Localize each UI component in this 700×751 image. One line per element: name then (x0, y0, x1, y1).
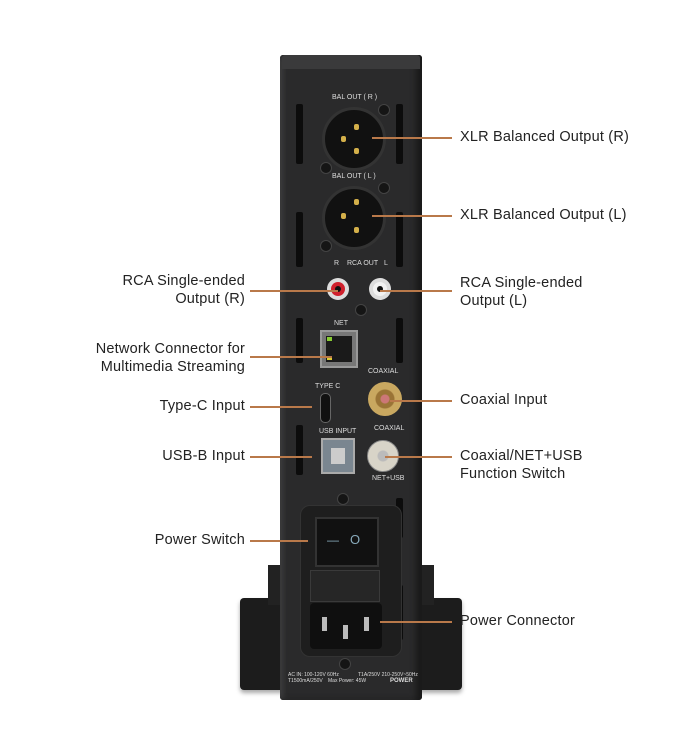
leader-line (372, 215, 452, 217)
switch-coaxial-label: COAXIAL (374, 425, 405, 432)
callout-xlr-l: XLR Balanced Output (L) (460, 207, 627, 223)
coaxial-label: COAXIAL (368, 368, 399, 375)
vent-slot (296, 104, 303, 164)
coaxial-input (368, 382, 402, 416)
vent-slot (396, 318, 403, 363)
device-top-cap (282, 55, 420, 69)
spec-text: Max Power: 45W (328, 678, 367, 684)
leader-line (250, 406, 312, 408)
leader-line (250, 456, 312, 458)
switch-net-usb-label: NET+USB (372, 475, 405, 482)
usb-b-port (321, 438, 355, 474)
power-on-mark: O (350, 532, 361, 547)
rca-out-label: RCA OUT (347, 260, 379, 267)
callout-coaxial: Coaxial Input (460, 392, 548, 408)
usb-input-label: USB INPUT (319, 428, 357, 435)
rca-output-r (327, 278, 349, 300)
callout-xlr-r: XLR Balanced Output (R) (460, 129, 630, 145)
spec-text: T1500mA/250V (288, 678, 323, 684)
callout-type-c: Type-C Input (159, 398, 245, 414)
vent-slot (396, 212, 403, 267)
bal-out-l-label: BAL OUT ( L ) (332, 173, 376, 180)
rca-l-label: L (384, 260, 388, 267)
vent-slot (296, 318, 303, 363)
bal-out-r-label: BAL OUT ( R ) (332, 94, 378, 101)
leader-line (385, 456, 452, 458)
vent-slot (296, 212, 303, 267)
power-rocker-switch: — O (315, 517, 379, 567)
net-label: NET (334, 320, 348, 327)
fuse-holder (310, 570, 380, 602)
callout-usb-b: USB-B Input (162, 448, 245, 464)
leader-line (250, 356, 332, 358)
leader-line (372, 137, 452, 139)
vent-slot (396, 104, 403, 164)
spec-power-label: POWER (390, 678, 413, 684)
type-c-label: TYPE C (315, 383, 341, 390)
leader-line (250, 540, 308, 542)
leader-line (250, 290, 338, 292)
callout-power-connector: Power Connector (460, 613, 576, 629)
type-c-port (320, 393, 331, 423)
callout-power-switch: Power Switch (154, 532, 245, 548)
spec-text: AC IN: 100-120V 60Hz (288, 672, 339, 678)
leader-line (380, 621, 452, 623)
leader-line (390, 400, 452, 402)
iec-power-socket (310, 603, 382, 649)
xlr-output-l (322, 186, 386, 250)
leader-line (380, 290, 452, 292)
power-off-mark: — (327, 533, 339, 547)
rca-output-l (369, 278, 391, 300)
ethernet-port (320, 330, 358, 368)
xlr-output-r (322, 107, 386, 171)
vent-slot (296, 425, 303, 475)
rca-r-label: R (334, 260, 340, 267)
spec-text: T1A/250V 210-250V~50Hz (358, 672, 418, 678)
